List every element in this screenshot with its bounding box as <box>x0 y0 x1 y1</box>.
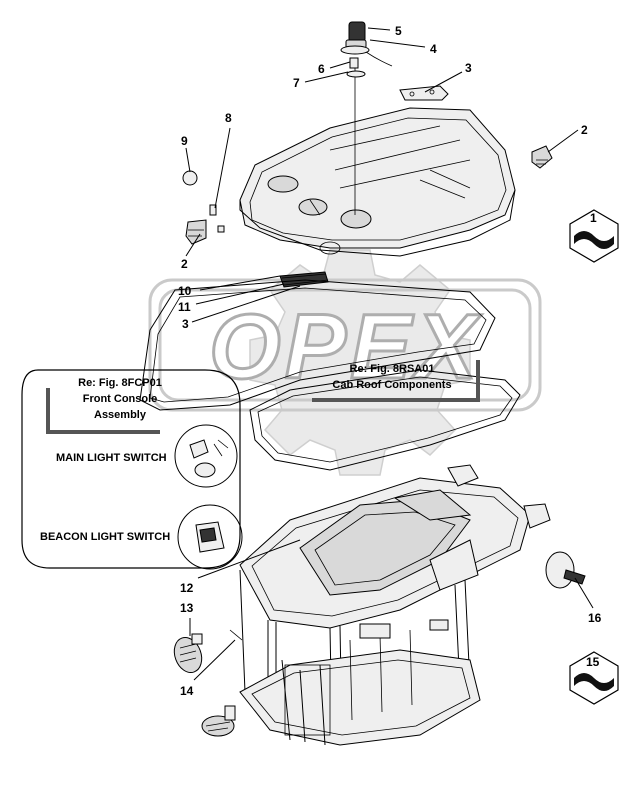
callout-2-left: 2 <box>181 257 188 271</box>
callout-12: 12 <box>180 581 194 595</box>
callout-7: 7 <box>293 76 300 90</box>
front-work-lamps <box>173 629 243 737</box>
front-console-reference-box <box>21 369 241 569</box>
front-console-ref-line2: Front Console <box>83 393 158 405</box>
callout-13: 13 <box>180 601 194 615</box>
symbol-tile-1 <box>569 209 619 263</box>
callout-9: 9 <box>181 134 188 148</box>
beacon-mount-parts <box>346 57 366 78</box>
cab-roof-panel <box>239 107 516 257</box>
callout-10: 10 <box>178 284 192 298</box>
work-lamp-right <box>531 145 553 169</box>
callout-3-left: 3 <box>182 317 189 331</box>
cab-roof-reference: Re: Fig. 8RSA01 Cab Roof Components <box>332 363 451 391</box>
cab-lamps <box>447 464 586 589</box>
beacon-light-switch-label: BEACON LIGHT SWITCH <box>40 531 170 543</box>
front-console-ref-line1: Re: Fig. 8FCP01 <box>78 377 162 389</box>
callout-8: 8 <box>225 111 232 125</box>
front-console-bracket <box>46 388 160 434</box>
callout-16: 16 <box>588 611 602 625</box>
main-light-switch-label: MAIN LIGHT SWITCH <box>56 452 167 464</box>
beacon-light-switch-inset <box>177 504 243 570</box>
front-console-reference: Re: Fig. 8FCP01 Front Console Assembly <box>78 377 162 421</box>
callout-6: 6 <box>318 62 325 76</box>
callout-2-right: 2 <box>581 123 588 137</box>
beacon-bracket <box>399 85 449 101</box>
main-light-switch-inset <box>174 424 238 488</box>
callout-3-top: 3 <box>465 61 472 75</box>
callout-4: 4 <box>430 42 437 56</box>
cab-roof-bracket <box>312 360 480 402</box>
callout-labels: 5 4 6 7 3 2 8 9 2 10 11 3 1 12 13 14 16 … <box>178 24 602 698</box>
front-console-ref-line3: Assembly <box>94 409 147 421</box>
cab-frame <box>239 477 531 746</box>
callout-15: 15 <box>586 655 600 669</box>
symbol-tile-15 <box>569 651 619 705</box>
callout-1: 1 <box>590 211 597 225</box>
callout-14: 14 <box>180 684 194 698</box>
cab-roof-ref-line1: Re: Fig. 8RSA01 <box>350 363 435 375</box>
work-lamp-left <box>182 170 225 245</box>
door-seal-gasket <box>139 279 521 471</box>
cab-roof-ref-line2: Cab Roof Components <box>332 379 451 391</box>
leader-lines <box>185 27 594 681</box>
beacon-lamp <box>340 21 393 67</box>
callout-11: 11 <box>178 300 191 314</box>
callout-5: 5 <box>395 24 402 38</box>
